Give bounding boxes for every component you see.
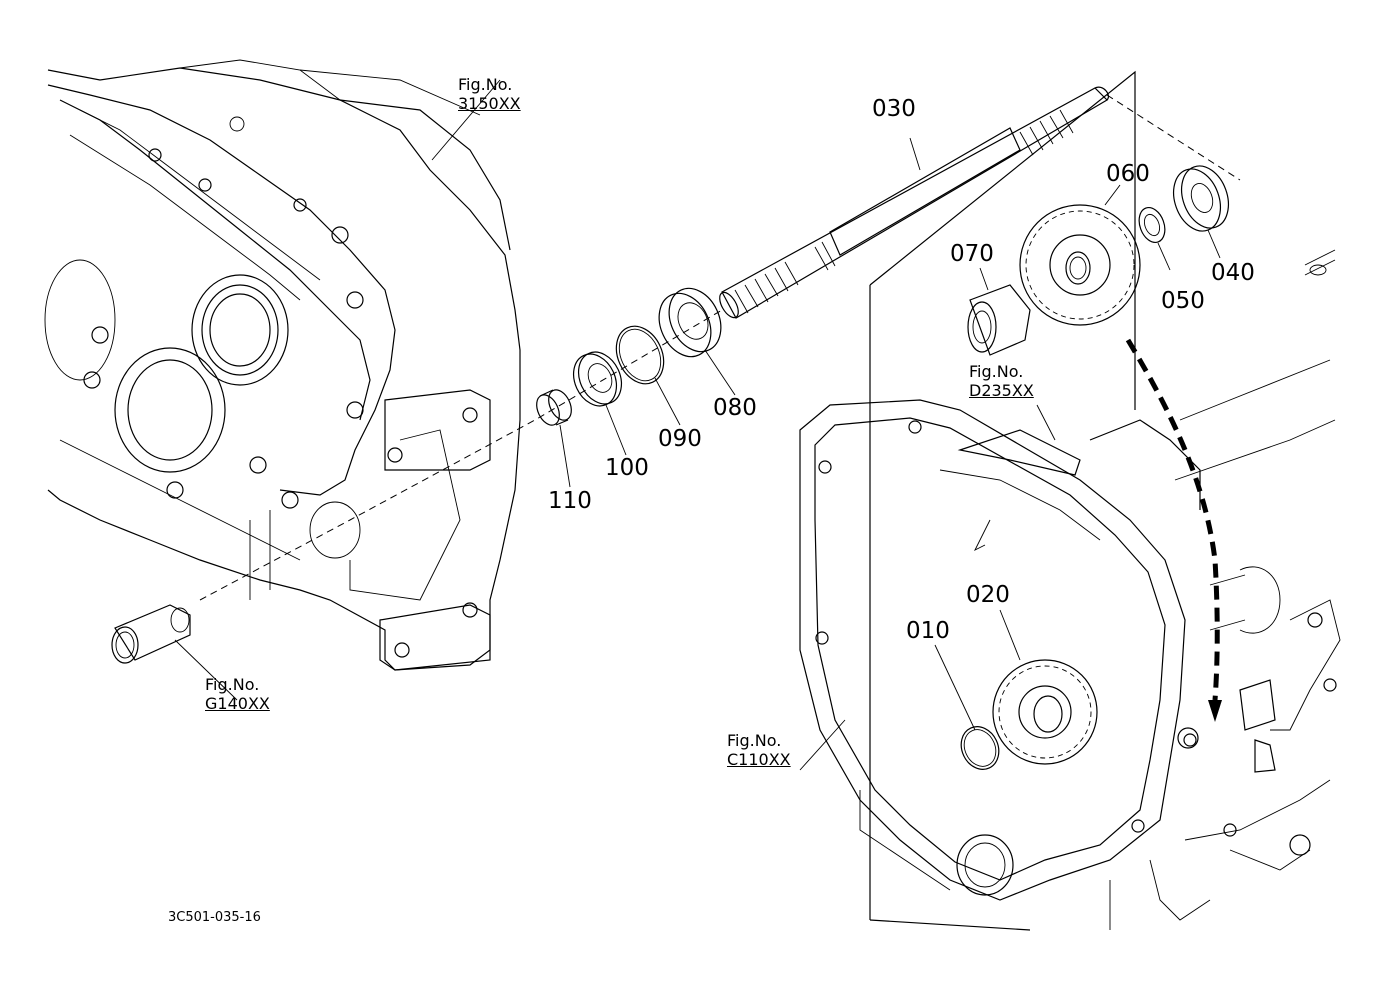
label-110: 110 bbox=[548, 488, 592, 514]
circlip-090 bbox=[615, 325, 665, 385]
fig-ref-number: C110XX bbox=[727, 750, 791, 769]
sleeve-part bbox=[111, 604, 191, 664]
bearing-080 bbox=[658, 287, 722, 358]
fig-ref-prefix: Fig.No. bbox=[458, 75, 513, 94]
shaft-030 bbox=[719, 86, 1109, 319]
fig-ref-g140xx[interactable]: Fig.No. G140XX bbox=[205, 675, 270, 713]
fig-ref-prefix: Fig.No. bbox=[727, 731, 782, 750]
fig-ref-prefix: Fig.No. bbox=[969, 362, 1024, 381]
sleeve-070 bbox=[967, 284, 1031, 356]
bearing-040 bbox=[1173, 165, 1229, 232]
fig-ref-c110xx[interactable]: Fig.No. C110XX bbox=[727, 731, 791, 769]
seal-100 bbox=[572, 351, 623, 407]
label-030: 030 bbox=[872, 96, 916, 122]
label-020: 020 bbox=[966, 582, 1010, 608]
fig-ref-number: D235XX bbox=[969, 381, 1034, 400]
leader-lines bbox=[174, 79, 1221, 771]
bushing-110 bbox=[536, 389, 572, 426]
fig-ref-number: 3150XX bbox=[458, 94, 521, 113]
fig-ref-d235xx[interactable]: Fig.No. D235XX bbox=[969, 362, 1034, 400]
fig-ref-prefix: Fig.No. bbox=[205, 675, 260, 694]
label-010: 010 bbox=[906, 618, 950, 644]
label-070: 070 bbox=[950, 241, 994, 267]
gear-060 bbox=[1019, 204, 1141, 326]
fig-ref-3150xx[interactable]: Fig.No. 3150XX bbox=[458, 75, 521, 113]
right-housing bbox=[799, 70, 1341, 931]
label-100: 100 bbox=[605, 455, 649, 481]
fig-ref-number: G140XX bbox=[205, 694, 270, 713]
label-060: 060 bbox=[1106, 161, 1150, 187]
drawing-code: 3C501-035-16 bbox=[168, 910, 261, 925]
circlip-010 bbox=[960, 726, 1000, 770]
label-040: 040 bbox=[1211, 260, 1255, 286]
label-080: 080 bbox=[713, 395, 757, 421]
label-090: 090 bbox=[658, 426, 702, 452]
label-050: 050 bbox=[1161, 288, 1205, 314]
collar-050 bbox=[1138, 206, 1166, 244]
left-housing bbox=[44, 59, 521, 671]
gear-020 bbox=[992, 659, 1098, 765]
assembly-path bbox=[1125, 338, 1220, 701]
